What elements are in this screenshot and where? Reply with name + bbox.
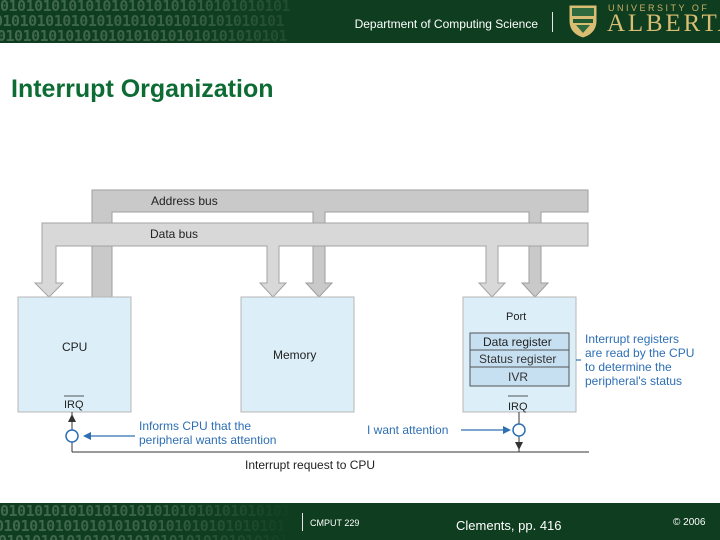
header-divider [552,12,553,32]
copyright: © 2006 [673,517,706,528]
university-of-label: UNIVERSITY OF [608,3,710,13]
informs-note: Informs CPU that the peripheral wants at… [139,419,276,447]
registers-note: Interrupt registers are read by the CPU … [585,332,698,388]
slide-title: Interrupt Organization [11,75,274,103]
footer-divider [302,513,303,531]
cpu-irq-label: IRQ [64,399,84,411]
crest-icon [568,4,598,39]
department-label: Department of Computing Science [354,17,538,31]
header-band: 0101010101010101010101010101010101 01010… [0,0,720,43]
citation: Clements, pp. 416 [456,518,562,533]
footer-band: 0101010101010101010101010101010101 01010… [0,503,720,540]
alberta-wordmark: ALBERTA [607,10,720,37]
cpu-irq-node [65,429,79,443]
cpu-box [17,296,132,413]
attention-note: I want attention [367,423,448,437]
port-irq-node [512,423,526,437]
data-register-label: Data register [483,335,552,349]
address-bus-label: Address bus [151,194,218,208]
port-irq-label: IRQ [508,401,528,413]
status-register-label: Status register [479,352,556,366]
ivr-box [469,366,570,387]
port-label: Port [506,311,526,323]
data-bus-label: Data bus [150,227,198,241]
memory-box [240,296,355,413]
cpu-label: CPU [62,340,87,354]
course-code: CMPUT 229 [310,518,360,528]
memory-label: Memory [273,348,316,362]
interrupt-request-label: Interrupt request to CPU [245,458,375,472]
ivr-label: IVR [508,370,528,384]
